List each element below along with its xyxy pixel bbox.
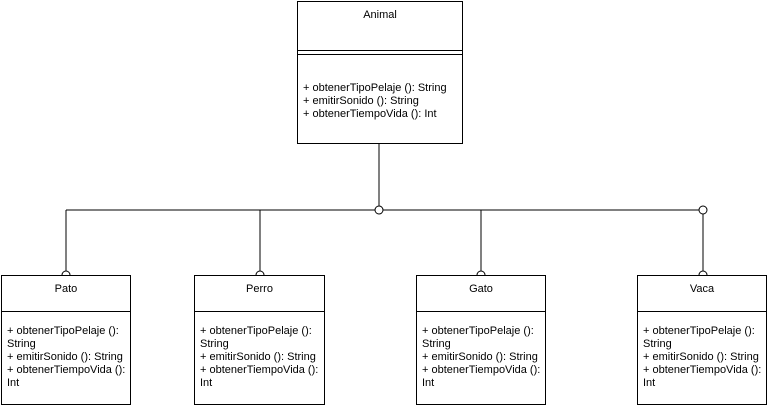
class-name-vaca: Vaca <box>689 283 715 295</box>
operations-list-pato: + obtenerTipoPelaje (): String + emitirS… <box>7 325 128 390</box>
separator <box>2 311 130 312</box>
operation: + obtenerTiempoVida (): Int <box>7 364 126 389</box>
operation: + obtenerTiempoVida (): Int <box>422 364 541 389</box>
operation: + obtenerTiempoVida (): Int <box>200 364 319 389</box>
class-box-vaca[interactable]: Vaca + obtenerTipoPelaje (): String + em… <box>637 275 767 405</box>
class-name-perro: Perro <box>246 283 273 295</box>
operation: + emitirSonido (): String <box>643 351 759 363</box>
class-box-perro[interactable]: Perro + obtenerTipoPelaje (): String + e… <box>194 275 325 405</box>
operation-separator <box>298 54 462 55</box>
operation: + obtenerTipoPelaje (): String <box>7 325 119 350</box>
operation: + obtenerTiempoVida (): Int <box>303 108 437 120</box>
class-name-pato: Pato <box>54 283 78 295</box>
operations-list-perro: + obtenerTipoPelaje (): String + emitirS… <box>200 325 322 390</box>
operation: + emitirSonido (): String <box>7 351 123 363</box>
operation: + obtenerTipoPelaje (): String <box>643 325 755 350</box>
operation: + emitirSonido (): String <box>200 351 316 363</box>
operation: + obtenerTiempoVida (): Int <box>643 364 762 389</box>
operation: + obtenerTipoPelaje (): String <box>422 325 534 350</box>
operation: + emitirSonido (): String <box>422 351 538 363</box>
separator <box>195 311 324 312</box>
class-box-animal[interactable]: Animal + obtenerTipoPelaje (): String + … <box>297 1 463 144</box>
operation: + obtenerTipoPelaje (): String <box>303 82 447 94</box>
class-name-animal: Animal <box>363 9 397 21</box>
class-name-gato: Gato <box>469 283 493 295</box>
operation: + emitirSonido (): String <box>303 95 419 107</box>
junction-circle-right <box>698 205 708 215</box>
attribute-separator <box>298 50 462 51</box>
operations-list-gato: + obtenerTipoPelaje (): String + emitirS… <box>422 325 543 390</box>
separator <box>638 311 766 312</box>
junction-circle-center <box>374 205 384 215</box>
separator <box>417 311 545 312</box>
operations-list-vaca: + obtenerTipoPelaje (): String + emitirS… <box>643 325 764 390</box>
operation: + obtenerTipoPelaje (): String <box>200 325 312 350</box>
class-box-gato[interactable]: Gato + obtenerTipoPelaje (): String + em… <box>416 275 546 405</box>
class-box-pato[interactable]: Pato + obtenerTipoPelaje (): String + em… <box>1 275 131 405</box>
operations-list-animal: + obtenerTipoPelaje (): String + emitirS… <box>303 82 460 121</box>
